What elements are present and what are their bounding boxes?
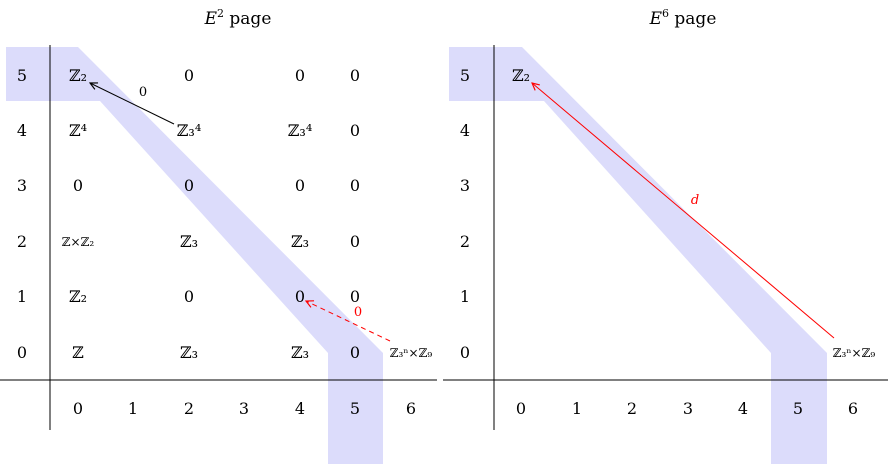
e2-differential-label-black: 0 xyxy=(139,85,147,100)
e2-cell-r1c4: 0 xyxy=(295,287,305,306)
e2-cell-r0c6: ℤ₃ⁿ×ℤ₉ xyxy=(390,346,433,360)
e2-cell-r4c0: ℤ⁴ xyxy=(69,121,87,140)
e2-cell-r4c4: ℤ₃⁴ xyxy=(288,121,313,140)
e2-col-label-0: 0 xyxy=(73,399,83,418)
e6-page-title: E6 page xyxy=(649,7,717,29)
e2-col-label-3: 3 xyxy=(239,399,249,418)
e2-row-label-1: 1 xyxy=(17,287,27,306)
e6-row-label-1: 1 xyxy=(460,287,470,306)
e2-cell-r5c5: 0 xyxy=(350,66,360,85)
e2-cell-r4c2: ℤ₃⁴ xyxy=(177,121,202,140)
e6-col-label-6: 6 xyxy=(848,399,858,418)
e2-cell-r2c4: ℤ₃ xyxy=(291,232,309,251)
e2-cell-r0c0: ℤ xyxy=(72,343,84,362)
e2-row-label-2: 2 xyxy=(17,232,27,251)
e2-cell-r3c2: 0 xyxy=(184,176,194,195)
e2-cell-r4c5: 0 xyxy=(350,121,360,140)
e2-cell-r0c5: 0 xyxy=(350,343,360,362)
e6-col-label-4: 4 xyxy=(738,399,748,418)
e6-row-label-4: 4 xyxy=(460,121,470,140)
e2-row-label-5: 5 xyxy=(17,66,27,85)
e2-cell-r0c4: ℤ₃ xyxy=(291,343,309,362)
e2-row-label-0: 0 xyxy=(17,343,27,362)
e2-cell-r5c2: 0 xyxy=(184,66,194,85)
e6-cell-r0c6: ℤ₃ⁿ×ℤ₉ xyxy=(833,346,876,360)
e2-cell-r1c5: 0 xyxy=(350,287,360,306)
e2-cell-r1c0: ℤ₂ xyxy=(69,287,87,306)
e2-cell-r2c5: 0 xyxy=(350,232,360,251)
e2-col-label-6: 6 xyxy=(406,399,416,418)
e2-cell-r0c2: ℤ₃ xyxy=(180,343,198,362)
e2-cell-r5c4: 0 xyxy=(295,66,305,85)
e2-col-label-4: 4 xyxy=(295,399,305,418)
e2-cell-r3c5: 0 xyxy=(350,176,360,195)
e6-cell-r5c0: ℤ₂ xyxy=(512,66,530,85)
e6-differential-arrow-d xyxy=(532,83,835,339)
e2-total-degree-band xyxy=(6,47,383,464)
e2-differential-arrow-red xyxy=(306,301,391,342)
e2-cell-r3c0: 0 xyxy=(73,176,83,195)
e2-page: E2 page 5 4 3 2 1 0 0 1 2 3 4 5 6 ℤ₂ 0 0… xyxy=(0,7,437,464)
e2-row-label-4: 4 xyxy=(17,121,27,140)
e2-cell-r5c0: ℤ₂ xyxy=(69,66,87,85)
e6-row-label-3: 3 xyxy=(460,176,470,195)
e2-differential-label-red: 0 xyxy=(354,305,362,320)
e2-col-label-5: 5 xyxy=(350,399,360,418)
e6-total-degree-band xyxy=(449,47,827,464)
e6-page: E6 page 5 4 3 2 1 0 0 1 2 3 4 5 6 ℤ₂ ℤ₃ⁿ… xyxy=(443,7,888,464)
e6-col-label-0: 0 xyxy=(516,399,526,418)
e6-row-label-0: 0 xyxy=(460,343,470,362)
e2-differential-arrow-black xyxy=(90,83,175,125)
e2-col-label-2: 2 xyxy=(184,399,194,418)
e2-cell-r1c2: 0 xyxy=(184,287,194,306)
e6-row-label-2: 2 xyxy=(460,232,470,251)
e2-row-label-3: 3 xyxy=(17,176,27,195)
e6-col-label-1: 1 xyxy=(572,399,582,418)
e6-row-label-5: 5 xyxy=(460,66,470,85)
e2-cell-r2c0: ℤ×ℤ₂ xyxy=(62,235,95,249)
e2-col-label-1: 1 xyxy=(128,399,138,418)
e2-page-title: E2 page xyxy=(204,7,272,29)
e6-col-label-3: 3 xyxy=(683,399,693,418)
e6-differential-label-d: d xyxy=(691,193,699,208)
e6-col-label-5: 5 xyxy=(793,399,803,418)
e2-cell-r3c4: 0 xyxy=(295,176,305,195)
e6-col-label-2: 2 xyxy=(627,399,637,418)
e2-cell-r2c2: ℤ₃ xyxy=(180,232,198,251)
